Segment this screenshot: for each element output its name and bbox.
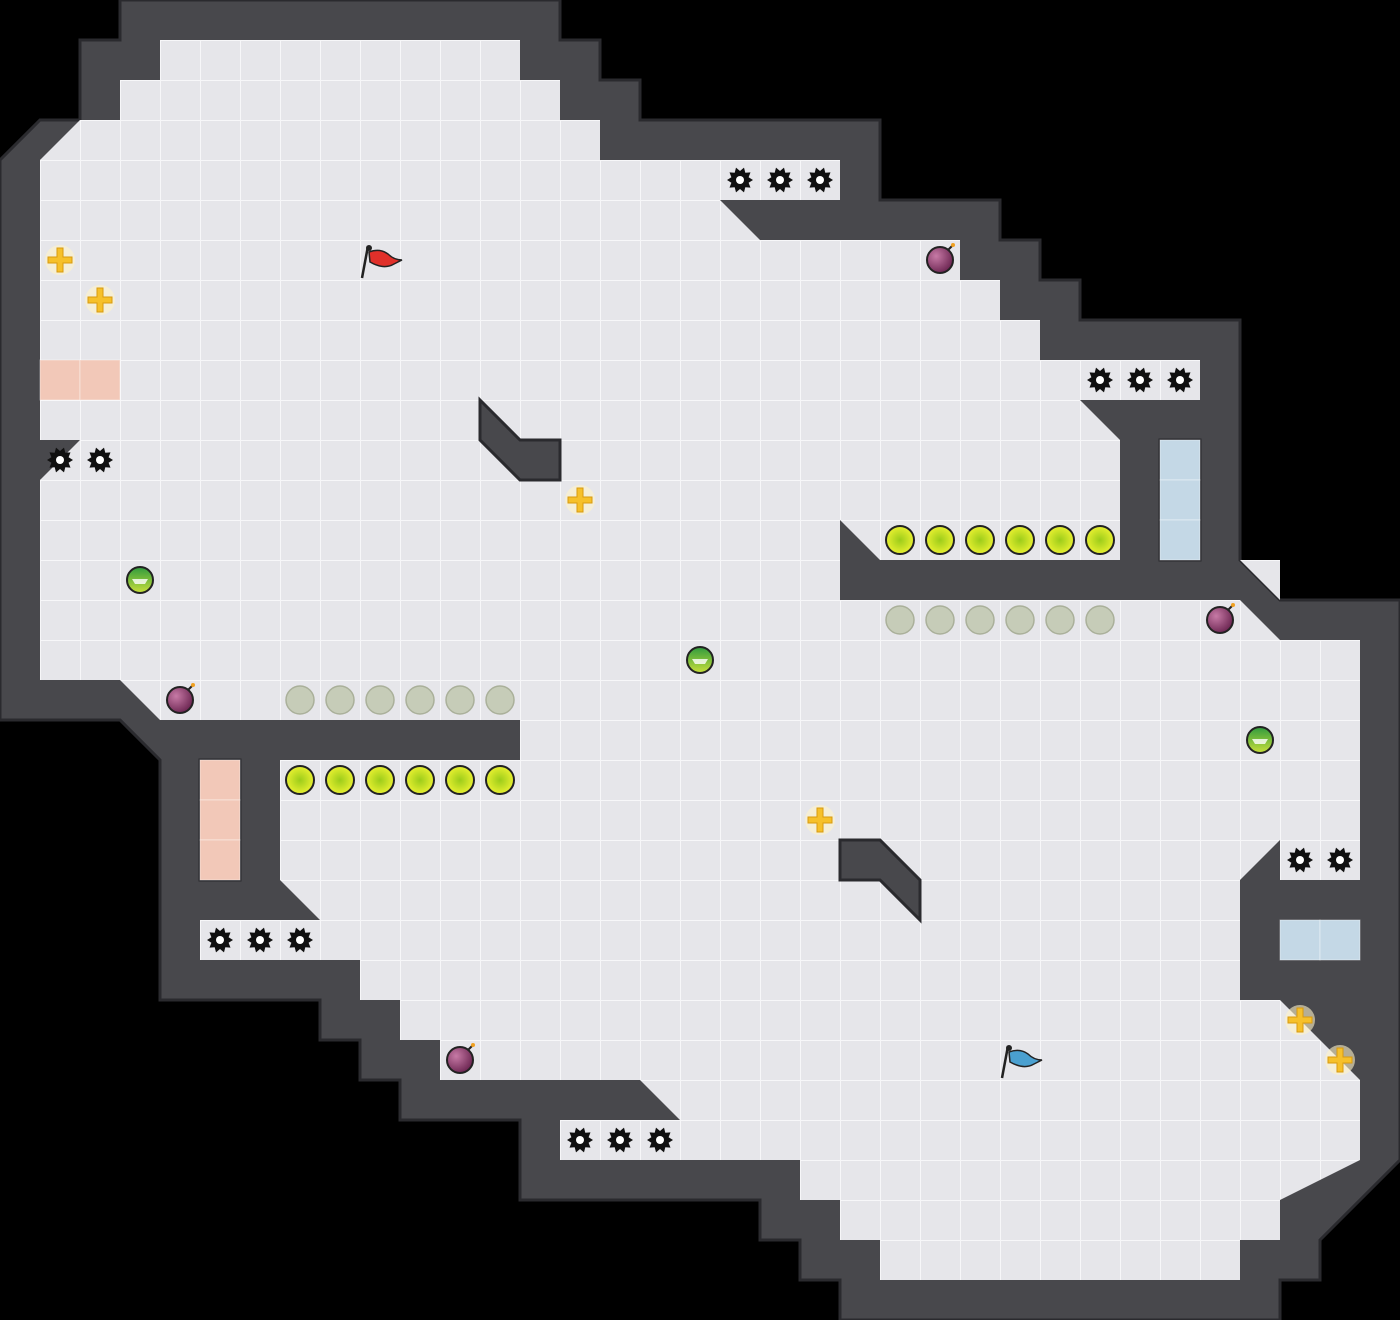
spike-icon — [47, 447, 73, 473]
floor-area-1 — [1240, 560, 1280, 600]
booster-inactive — [285, 685, 315, 715]
booster-active — [1045, 525, 1075, 555]
blue-flag-icon — [1000, 1045, 1043, 1079]
spike-icon — [87, 447, 113, 473]
booster-active — [965, 525, 995, 555]
booster-active — [405, 765, 435, 795]
blue-gate — [1279, 919, 1361, 961]
boost-tile-icon — [45, 245, 75, 275]
spike-icon — [1127, 367, 1153, 393]
booster-inactive — [325, 685, 355, 715]
booster-inactive — [445, 685, 475, 715]
bomb-icon — [926, 243, 955, 274]
spike-icon — [567, 1127, 593, 1153]
booster-active — [285, 765, 315, 795]
boost-tile-icon — [85, 285, 115, 315]
booster-inactive — [885, 605, 915, 635]
spike-icon — [1087, 367, 1113, 393]
spike-icon — [727, 167, 753, 193]
powerup-icon — [686, 646, 714, 674]
red-flag-icon — [360, 245, 403, 279]
spike-icon — [647, 1127, 673, 1153]
booster-active — [365, 765, 395, 795]
inner-wall-1 — [838, 838, 922, 924]
booster-inactive — [965, 605, 995, 635]
spike-icon — [1327, 847, 1353, 873]
booster-inactive — [485, 685, 515, 715]
spike-icon — [1287, 847, 1313, 873]
red-gate — [39, 359, 121, 401]
boost-tile-icon — [1285, 1005, 1315, 1035]
booster-inactive — [1045, 605, 1075, 635]
powerup-icon — [126, 566, 154, 594]
booster-active — [925, 525, 955, 555]
boost-tile-icon — [565, 485, 595, 515]
booster-inactive — [1085, 605, 1115, 635]
inner-wall-0 — [478, 396, 562, 482]
booster-inactive — [365, 685, 395, 715]
booster-active — [445, 765, 475, 795]
booster-active — [1085, 525, 1115, 555]
sprites-layer — [39, 167, 1361, 1153]
booster-active — [885, 525, 915, 555]
booster-active — [1005, 525, 1035, 555]
booster-inactive — [925, 605, 955, 635]
bomb-icon — [446, 1043, 475, 1074]
spike-icon — [247, 927, 273, 953]
booster-inactive — [1005, 605, 1035, 635]
spike-icon — [607, 1127, 633, 1153]
spike-icon — [1167, 367, 1193, 393]
bomb-icon — [1206, 603, 1235, 634]
spike-icon — [807, 167, 833, 193]
bomb-icon — [166, 683, 195, 714]
booster-inactive — [405, 685, 435, 715]
red-gate — [199, 759, 241, 881]
booster-active — [485, 765, 515, 795]
powerup-icon — [1246, 726, 1274, 754]
spike-icon — [207, 927, 233, 953]
boost-tile-icon — [1325, 1045, 1355, 1075]
booster-active — [325, 765, 355, 795]
blue-gate — [1159, 439, 1201, 561]
spike-icon — [767, 167, 793, 193]
boost-tile-icon — [805, 805, 835, 835]
spike-icon — [287, 927, 313, 953]
